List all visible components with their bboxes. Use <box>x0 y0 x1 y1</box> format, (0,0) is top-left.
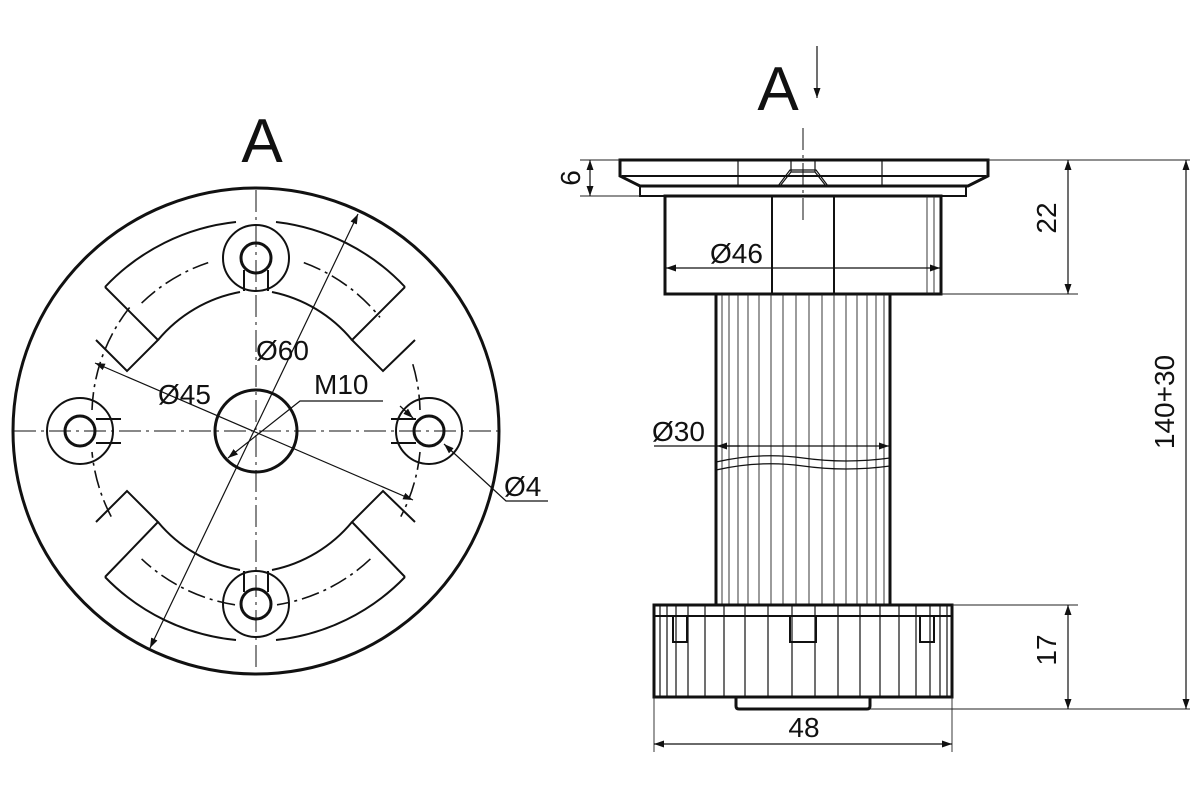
dim-label-d4: Ø4 <box>504 471 541 502</box>
dim-label-d46: Ø46 <box>710 238 763 269</box>
plan-view: A <box>11 107 548 676</box>
ribbed-leg <box>714 292 892 607</box>
dim-label-d30: Ø30 <box>652 416 705 447</box>
mounting-plate-outline <box>11 186 501 676</box>
dimension-line-d45 <box>94 362 414 501</box>
leader-d4 <box>443 443 548 502</box>
dim-label-overall: 140+30 <box>1149 355 1180 449</box>
dim-label-m10: M10 <box>314 369 368 400</box>
adjustable-foot <box>652 603 954 711</box>
mounting-plate-profile <box>618 158 990 197</box>
side-view: A <box>555 46 1190 752</box>
dim-label-22: 22 <box>1031 202 1062 233</box>
side-view-label: A <box>757 55 799 124</box>
dim-label-6: 6 <box>555 170 586 186</box>
dim-label-d45: Ø45 <box>158 379 211 410</box>
dim-label-17: 17 <box>1031 634 1062 665</box>
plan-view-label: A <box>241 107 283 176</box>
dim-label-d60: Ø60 <box>256 335 309 366</box>
extension-lines <box>580 159 1190 752</box>
dim-label-48: 48 <box>788 712 819 743</box>
leader-m10 <box>227 400 383 459</box>
